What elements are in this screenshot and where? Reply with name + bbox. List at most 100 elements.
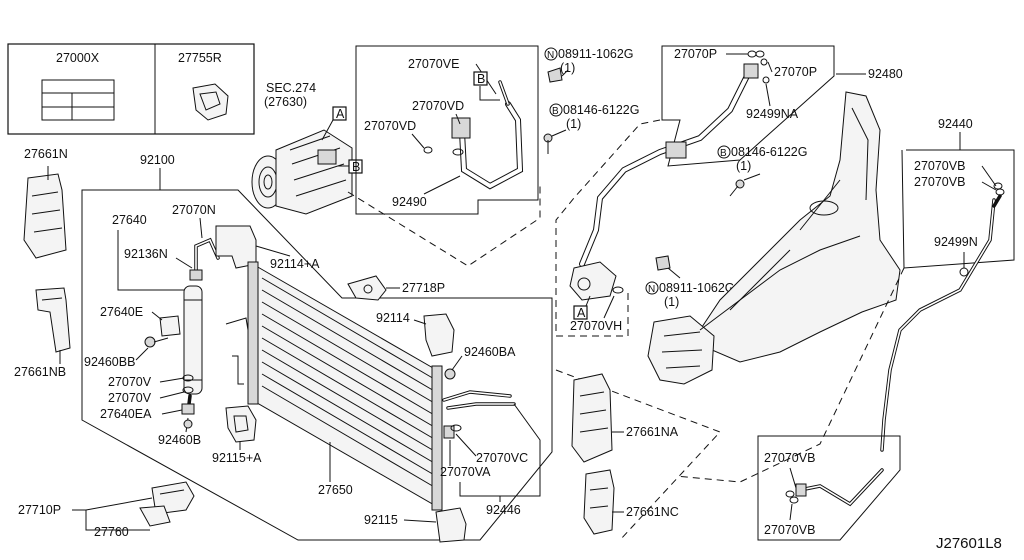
bolt-symbol-b-mid: B (552, 106, 559, 117)
label-27640ea[interactable]: 27640EA (100, 407, 152, 421)
label-27070v-1[interactable]: 27070V (108, 375, 152, 389)
label-08911-lower[interactable]: 08911-1062G (659, 281, 735, 295)
label-27630[interactable]: (27630) (264, 95, 307, 109)
label-27070p-1[interactable]: 27070P (674, 47, 717, 61)
label-27070vd-1[interactable]: 27070VD (412, 99, 464, 113)
label-27000x[interactable]: 27000X (56, 51, 100, 65)
label-qty1-mid: (1) (566, 117, 581, 131)
nut-08911-lower[interactable]: N (645, 281, 659, 295)
label-box-group: 27000X 27755R (7, 43, 255, 135)
label-08146-right[interactable]: 08146-6122G (731, 145, 807, 159)
label-92115a[interactable]: 92115+A (212, 451, 262, 465)
label-92460ba[interactable]: 92460BA (464, 345, 516, 359)
label-92499n[interactable]: 92499N (934, 235, 978, 249)
bolt-92460ba[interactable] (444, 368, 456, 380)
label-27661na[interactable]: 27661NA (626, 425, 679, 439)
label-27755r[interactable]: 27755R (178, 51, 222, 65)
pipe-27640ea[interactable] (181, 394, 195, 415)
pipe-lower-27070vb[interactable] (795, 468, 884, 507)
label-27650[interactable]: 27650 (318, 483, 353, 497)
label-27070vb-2[interactable]: 27070VB (914, 175, 965, 189)
label-27070v-2[interactable]: 27070V (108, 391, 152, 405)
label-27661nb[interactable]: 27661NB (14, 365, 66, 379)
label-92499na[interactable]: 92499NA (746, 107, 799, 121)
clip-92115a[interactable] (225, 405, 257, 443)
label-92100[interactable]: 92100 (140, 153, 175, 167)
label-27070vd-2[interactable]: 27070VD (364, 119, 416, 133)
label-92460b[interactable]: 92460B (158, 433, 201, 447)
bolt-08146-right[interactable]: B (717, 145, 731, 159)
marker-a-hose: A (577, 306, 586, 320)
label-27710p[interactable]: 27710P (18, 503, 61, 517)
pressure-sensor-27070n[interactable] (189, 237, 220, 281)
hose-92480[interactable] (569, 63, 759, 301)
bolt-symbol-b-right: B (720, 148, 727, 159)
label-27070vb-3[interactable]: 27070VB (764, 451, 815, 465)
nut-symbol-n-lower: N (648, 284, 655, 295)
hose-92490[interactable] (451, 80, 524, 190)
label-qty1-top: (1) (560, 61, 575, 75)
label-27661nc[interactable]: 27661NC (626, 505, 679, 519)
bolt-92460bb[interactable] (144, 336, 169, 348)
clip-27760[interactable] (139, 505, 171, 527)
label-92480[interactable]: 92480 (868, 67, 903, 81)
pipe-group-92440-outline (901, 149, 1015, 269)
label-27070ve[interactable]: 27070VE (408, 57, 459, 71)
label-08146-mid[interactable]: 08146-6122G (563, 103, 639, 117)
hose-group-92490-outline (355, 45, 539, 215)
label-27760[interactable]: 27760 (94, 525, 129, 539)
seal-27661nc[interactable] (583, 469, 615, 535)
condenser-group-outline (81, 189, 553, 541)
clip-92115[interactable] (435, 507, 467, 543)
label-27070va[interactable]: 27070VA (440, 465, 491, 479)
caution-label-icon (41, 79, 115, 121)
compressor-icon[interactable] (251, 129, 353, 215)
label-27070n[interactable]: 27070N (172, 203, 216, 217)
bracket-92114[interactable] (423, 313, 455, 357)
nut-08911-top[interactable]: N (544, 47, 558, 61)
label-92490[interactable]: 92490 (392, 195, 427, 209)
clip-92499na[interactable] (762, 76, 770, 84)
seal-27661na[interactable] (571, 373, 613, 463)
bolt-08146-mid[interactable]: B (549, 103, 563, 117)
diagram-id: J27601L8 (936, 535, 1002, 552)
seal-27661n[interactable] (23, 173, 67, 259)
bolt-08146-mid-part (543, 133, 553, 154)
label-27070vb-1[interactable]: 27070VB (914, 159, 965, 173)
bracket-92114a[interactable] (215, 225, 257, 269)
clip-92499n[interactable] (959, 267, 969, 277)
label-27640e[interactable]: 27640E (100, 305, 143, 319)
bolt-08146-right-part (729, 179, 745, 197)
clamp-27640e[interactable] (159, 315, 181, 337)
label-92446[interactable]: 92446 (486, 503, 521, 517)
label-qty1-lower: (1) (664, 295, 679, 309)
label-27070vb-4[interactable]: 27070VB (764, 523, 815, 537)
label-27070p-2[interactable]: 27070P (774, 65, 817, 79)
label-sec274[interactable]: SEC.274 (266, 81, 316, 95)
label-27640[interactable]: 27640 (112, 213, 147, 227)
receiver-drier-icon[interactable] (183, 285, 203, 395)
label-qty1-right: (1) (736, 159, 751, 173)
hose-group-92480-outline (661, 45, 835, 167)
bracket-27718p[interactable] (347, 275, 387, 301)
label-92114a[interactable]: 92114+A (270, 257, 320, 271)
label-27070vc[interactable]: 27070VC (476, 451, 528, 465)
label-27661n[interactable]: 27661N (24, 147, 68, 161)
seal-27661nb[interactable] (35, 287, 71, 353)
condenser-core-icon[interactable] (247, 261, 443, 511)
label-27070vh[interactable]: 27070VH (570, 319, 622, 333)
label-92460bb[interactable]: 92460BB (84, 355, 135, 369)
label-92136n[interactable]: 92136N (124, 247, 168, 261)
pipe-92440[interactable] (880, 194, 1002, 452)
marker-a-compressor: A (336, 107, 345, 121)
vehicle-body-icon (647, 91, 901, 385)
label-08911-top[interactable]: 08911-1062G (558, 47, 634, 61)
pipe-92446[interactable] (442, 390, 516, 439)
label-92115[interactable]: 92115 (364, 513, 398, 527)
label-92440[interactable]: 92440 (938, 117, 973, 131)
label-92114[interactable]: 92114 (376, 311, 410, 325)
refrigerant-label-icon (192, 83, 229, 121)
pipe-group-lower-outline (757, 435, 901, 541)
label-27718p[interactable]: 27718P (402, 281, 445, 295)
